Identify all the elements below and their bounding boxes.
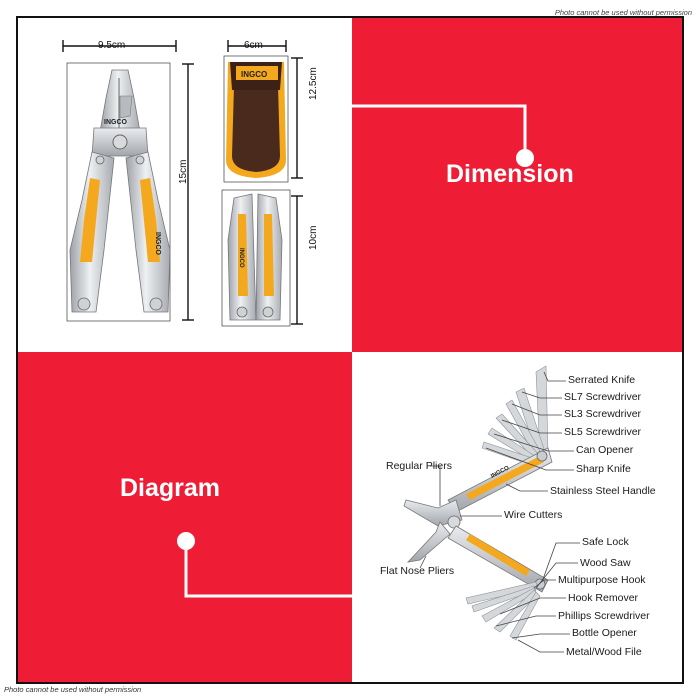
folded-tool-illustration: INGCO	[221, 189, 291, 327]
folded-height-label: 10cm	[308, 225, 319, 250]
dimension-title-panel	[352, 18, 682, 352]
part-label: Hook Remover	[568, 592, 639, 604]
pouch-width-label: 6cm	[244, 40, 263, 51]
connector-dot	[516, 149, 534, 167]
brand-mark-open: INGCO	[104, 119, 128, 126]
permission-notice-top: Photo cannot be used without permission	[554, 8, 692, 17]
part-label: Regular Pliers	[386, 460, 452, 472]
part-label: SL7 Screwdriver	[564, 391, 642, 403]
brand-mark-folded: INGCO	[238, 248, 244, 268]
open-pliers-illustration: INGCO INGCO	[66, 62, 171, 322]
dimension-title: Dimension	[446, 160, 574, 188]
part-label: Multipurpose Hook	[558, 574, 646, 586]
part-label: Wood Saw	[580, 557, 631, 569]
connector-dot	[177, 532, 195, 550]
part-label: Phillips Screwdriver	[558, 610, 650, 622]
part-label: Can Opener	[576, 444, 634, 456]
diagram-title: Diagram	[120, 474, 221, 502]
part-label: Stainless Steel Handle	[550, 485, 656, 497]
connector-dot	[357, 591, 367, 601]
pouch-illustration: INGCO	[223, 55, 289, 183]
part-label: Sharp Knife	[576, 463, 631, 475]
brand-mark-pouch: INGCO	[241, 70, 267, 79]
leader-lines	[419, 371, 580, 653]
part-label: Safe Lock	[582, 536, 629, 548]
part-label: Serrated Knife	[568, 374, 636, 386]
part-label: Wire Cutters	[504, 509, 563, 521]
open-height-label: 15cm	[178, 159, 189, 184]
part-label: Flat Nose Pliers	[380, 565, 455, 577]
connector-lines	[184, 104, 527, 598]
diagram-title-panel	[18, 352, 352, 682]
dimension-lines	[62, 40, 303, 325]
exploded-multitool-illustration: INGCO	[403, 365, 553, 641]
part-label: Metal/Wood File	[566, 646, 642, 658]
part-label: SL3 Screwdriver	[564, 408, 642, 420]
part-label: Bottle Opener	[572, 627, 637, 639]
pouch-height-label: 12.5cm	[308, 67, 319, 100]
connector-dot	[338, 101, 348, 111]
permission-notice-bottom: Photo cannot be used without permission	[4, 685, 142, 694]
part-label: SL5 Screwdriver	[564, 426, 642, 438]
open-width-label: 9.5cm	[98, 40, 126, 51]
brand-mark-handle: INGCO	[154, 232, 161, 256]
